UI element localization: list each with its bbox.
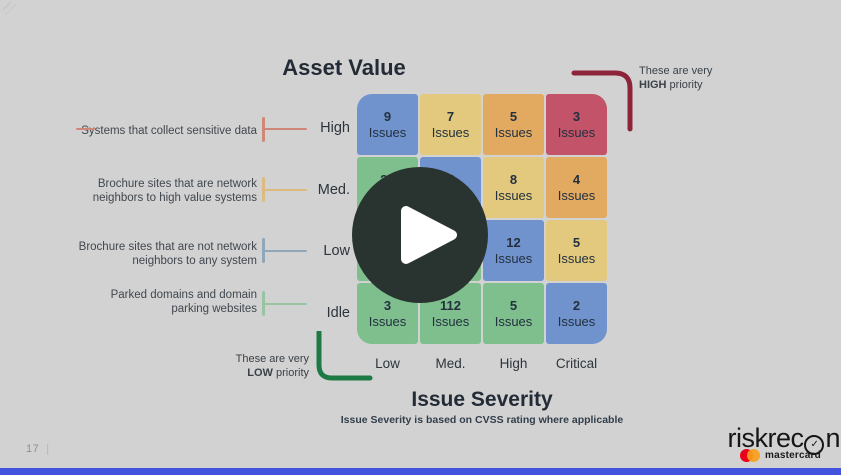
play-button[interactable] [352, 167, 488, 303]
cell-label: Issues [494, 187, 533, 203]
connector-stub-high [76, 128, 95, 130]
note-line: These are very [235, 353, 309, 365]
cell-label: Issues [494, 250, 533, 266]
note-line: HIGH priority [639, 79, 703, 91]
cell-value: 5 [572, 234, 581, 250]
note-line: LOW priority [247, 367, 309, 379]
mastercard-label: mastercard [765, 450, 821, 461]
annotation-line: Parked domains and domain [110, 289, 257, 301]
annotation-low: Brochure sites that are not network neig… [57, 240, 257, 268]
connector-line-idle [262, 303, 307, 305]
annotation-high: Systems that collect sensitive data [57, 124, 257, 138]
cell-label: Issues [557, 250, 596, 266]
asset-value-title: Asset Value [282, 55, 406, 80]
annotation-line: neighbors to high value systems [92, 192, 257, 204]
cell-label: Issues [557, 313, 596, 329]
cell-label: Issues [557, 187, 596, 203]
cell-value: 9 [383, 108, 392, 124]
cell-value: 8 [509, 171, 518, 187]
issue-severity-title: Issue Severity [411, 388, 553, 411]
low-priority-bracket [316, 331, 373, 381]
col-label-med: Med. [435, 356, 466, 371]
row-label-idle: Idle [326, 305, 350, 321]
cell-label: Issues [494, 313, 533, 329]
corner-watermark-icon [2, 1, 17, 16]
connector-line-med [262, 189, 307, 191]
cell-label: Issues [494, 124, 533, 140]
issue-severity-subtitle: Issue Severity is based on CVSS rating w… [340, 414, 624, 426]
cell-value: 3 [383, 297, 392, 313]
mastercard-logo: mastercard [740, 449, 821, 462]
mastercard-circles-icon [740, 449, 760, 462]
annotation-line: Brochure sites that are network [97, 178, 257, 190]
row-label-low: Low [323, 243, 350, 259]
connector-line-high [262, 128, 307, 130]
cell-label: Issues [431, 313, 470, 329]
high-priority-bracket [571, 70, 633, 132]
cell-value: 12 [506, 234, 521, 250]
annotation-idle: Parked domains and domain parking websit… [57, 288, 257, 316]
cell-value: 112 [440, 297, 461, 313]
cell-label: Issues [368, 313, 407, 329]
low-priority-note: These are very LOW priority [199, 352, 309, 380]
cell-label: Issues [431, 124, 470, 140]
note-line: These are very [639, 65, 713, 77]
annotation-line: neighbors to any system [132, 255, 257, 267]
annotation-line: Systems that collect sensitive data [81, 125, 257, 137]
cell-value: 4 [572, 171, 581, 187]
col-label-critical: Critical [555, 356, 598, 371]
col-label-high: High [499, 356, 528, 371]
row-label-med: Med. [317, 182, 350, 198]
cell-label: Issues [557, 124, 596, 140]
cell-value: 7 [446, 108, 455, 124]
riskrecon-logo: riskrec✓n [727, 423, 840, 455]
annotation-line: Brochure sites that are not network [78, 241, 257, 253]
annotation-line: parking websites [171, 303, 257, 315]
cell-value: 5 [509, 108, 518, 124]
annotation-med: Brochure sites that are network neighbor… [57, 177, 257, 205]
video-progress-bar[interactable] [0, 468, 841, 475]
col-label-low: Low [375, 356, 400, 371]
cell-value: 5 [509, 297, 518, 313]
high-priority-note: These are very HIGH priority [639, 64, 754, 92]
row-label-high: High [320, 120, 350, 136]
cell-value: 2 [572, 297, 581, 313]
cell-value: 3 [572, 108, 581, 124]
play-icon [401, 206, 457, 264]
logo-check-icon: ✓ [804, 435, 825, 455]
connector-line-low [262, 250, 307, 252]
page-number: 17| [26, 443, 50, 455]
cell-label: Issues [368, 124, 407, 140]
